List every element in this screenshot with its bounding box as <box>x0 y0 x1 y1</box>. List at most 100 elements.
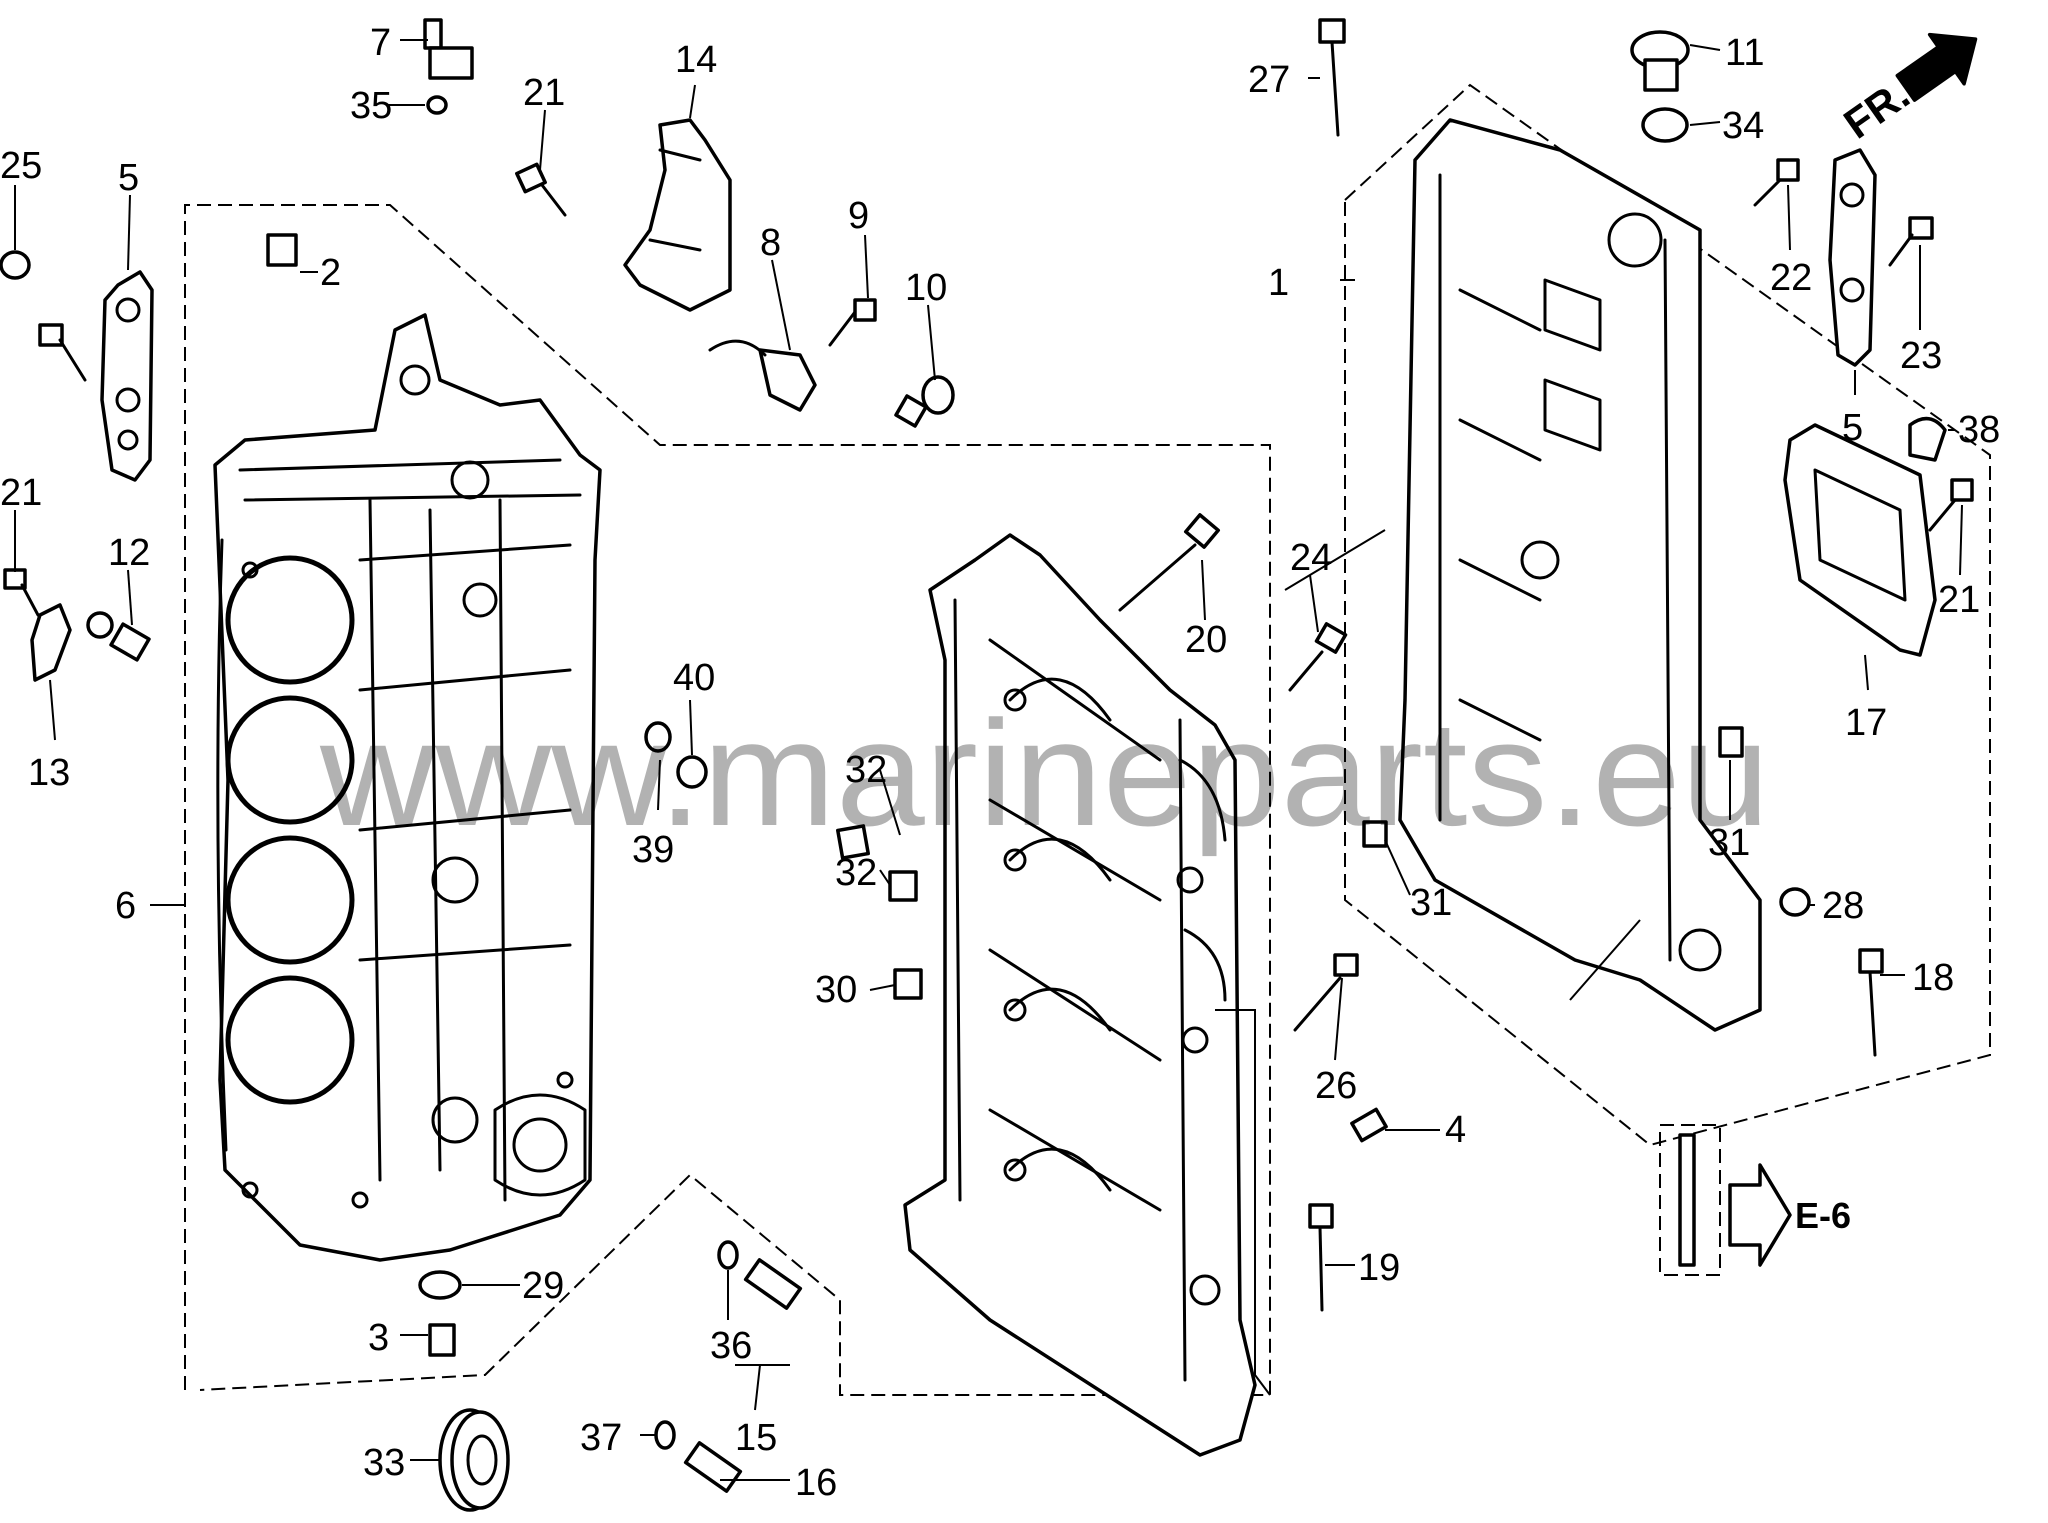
bolt-part-27 <box>1318 18 1346 137</box>
callout-22: 22 <box>1770 257 1812 299</box>
bolt-part-20 <box>1118 513 1221 612</box>
callout-18: 18 <box>1912 957 1954 999</box>
reference-arrow: E-6 <box>1728 1163 1851 1267</box>
callout-3: 3 <box>368 1317 389 1359</box>
callout-40: 40 <box>673 657 715 699</box>
callout-36: 36 <box>710 1325 752 1367</box>
callout-13: 13 <box>28 752 70 794</box>
oil-filler-cap-11 <box>1630 30 1690 92</box>
clip-part-38 <box>1908 416 1947 462</box>
reference-label: E-6 <box>1795 1195 1851 1236</box>
callout-35: 35 <box>350 85 392 127</box>
sensor-part-15 <box>743 1258 803 1310</box>
reference-box-e6 <box>1659 1124 1721 1276</box>
nut-part-3 <box>428 1323 456 1357</box>
gasket-part-5-right <box>1828 148 1877 367</box>
sensor-part-7 <box>423 18 474 80</box>
callout-28: 28 <box>1822 885 1864 927</box>
leader-lines <box>14 39 1963 1481</box>
bolt-part-9 <box>828 298 877 347</box>
callout-5-right: 5 <box>1842 407 1863 449</box>
sensor-part-10 <box>894 375 955 428</box>
watermark-text: www.marineparts.eu <box>319 689 1770 857</box>
bolt-part-19 <box>1308 1203 1334 1312</box>
callout-11: 11 <box>1725 32 1764 74</box>
clip-part-8 <box>708 339 817 412</box>
nut-part-40 <box>676 755 708 789</box>
callout-19: 19 <box>1358 1247 1400 1289</box>
callout-4: 4 <box>1445 1109 1466 1151</box>
callout-16: 16 <box>795 1462 837 1504</box>
bolt-part-26 <box>1293 953 1359 1032</box>
bolt-part-21-top <box>515 162 567 217</box>
callout-25: 25 <box>0 145 42 187</box>
cylinder-block-part <box>213 313 602 1262</box>
callout-7: 7 <box>370 22 391 64</box>
callout-21-top: 21 <box>523 72 565 114</box>
washer-part-29 <box>418 1270 462 1300</box>
callout-37: 37 <box>580 1417 622 1459</box>
bolt-part-21-right <box>1928 478 1974 532</box>
cover-plate-part <box>1398 118 1762 1032</box>
dowel-part-31-b <box>1718 726 1744 758</box>
dowel-part-32-b <box>888 870 918 902</box>
sensor-part-16 <box>683 1441 743 1493</box>
front-direction-indicator: FR. <box>1835 32 1978 148</box>
bracket-part-14 <box>623 118 732 312</box>
bolt-part-21-left <box>3 568 40 617</box>
crankcase-part <box>903 533 1257 1457</box>
callout-6: 6 <box>115 885 136 927</box>
callout-5-left: 5 <box>118 157 139 199</box>
washer-part-25 <box>0 250 31 280</box>
callout-14: 14 <box>675 39 717 81</box>
dowel-part-30 <box>893 968 923 1000</box>
callout-33: 33 <box>363 1442 405 1484</box>
bolt-part-22 <box>1753 158 1800 207</box>
callout-20: 20 <box>1185 619 1227 661</box>
callout-30: 30 <box>815 969 857 1011</box>
stud-part-4 <box>1350 1107 1388 1143</box>
washer-part-28 <box>1779 887 1811 917</box>
callout-17: 17 <box>1845 702 1887 744</box>
bolt-part-24 <box>1288 622 1348 692</box>
callout-labels: 1 2 3 4 5 5 6 7 8 9 10 11 12 13 14 15 16… <box>0 22 2000 1504</box>
gasket-part-5-left <box>100 270 154 482</box>
callout-31-right: 31 <box>1708 822 1750 864</box>
callout-27: 27 <box>1248 59 1290 101</box>
washer-part-34 <box>1641 107 1689 143</box>
sensor-part-12 <box>86 611 151 662</box>
callout-1: 1 <box>1268 262 1289 304</box>
o-ring-part-36 <box>717 1240 739 1270</box>
callout-21-left: 21 <box>0 472 42 514</box>
callout-24: 24 <box>1290 537 1332 579</box>
nut-part-39 <box>644 721 672 753</box>
callout-32-bottom: 32 <box>835 852 877 894</box>
bolt-part-21-lower-left <box>38 323 87 382</box>
callout-23: 23 <box>1900 335 1942 377</box>
cover-plate-part-17 <box>1783 423 1937 657</box>
callout-34: 34 <box>1722 105 1764 147</box>
assembly-outline-cylinder-block <box>184 204 1271 1396</box>
callout-8: 8 <box>760 222 781 264</box>
nut-part-2 <box>266 233 298 267</box>
washer-part-35 <box>426 95 448 115</box>
callout-10: 10 <box>905 267 947 309</box>
callout-21-right: 21 <box>1938 579 1980 621</box>
dowel-part-32-a <box>836 824 870 860</box>
callout-26: 26 <box>1315 1065 1357 1107</box>
callout-2: 2 <box>320 252 341 294</box>
clip-part-13 <box>30 603 72 682</box>
callout-9: 9 <box>848 195 869 237</box>
callout-29: 29 <box>522 1265 564 1307</box>
shaft-part-e6 <box>1678 1133 1696 1267</box>
dowel-part-31-a <box>1362 820 1388 848</box>
callout-39: 39 <box>632 829 674 871</box>
bolt-part-18 <box>1858 948 1884 1057</box>
assembly-outline-crankcase <box>1344 83 1991 1147</box>
callout-38: 38 <box>1958 409 2000 451</box>
callout-31-center: 31 <box>1410 882 1452 924</box>
callout-32-top: 32 <box>845 749 887 791</box>
callout-15: 15 <box>735 1417 777 1459</box>
oil-seal-33 <box>438 1408 510 1512</box>
